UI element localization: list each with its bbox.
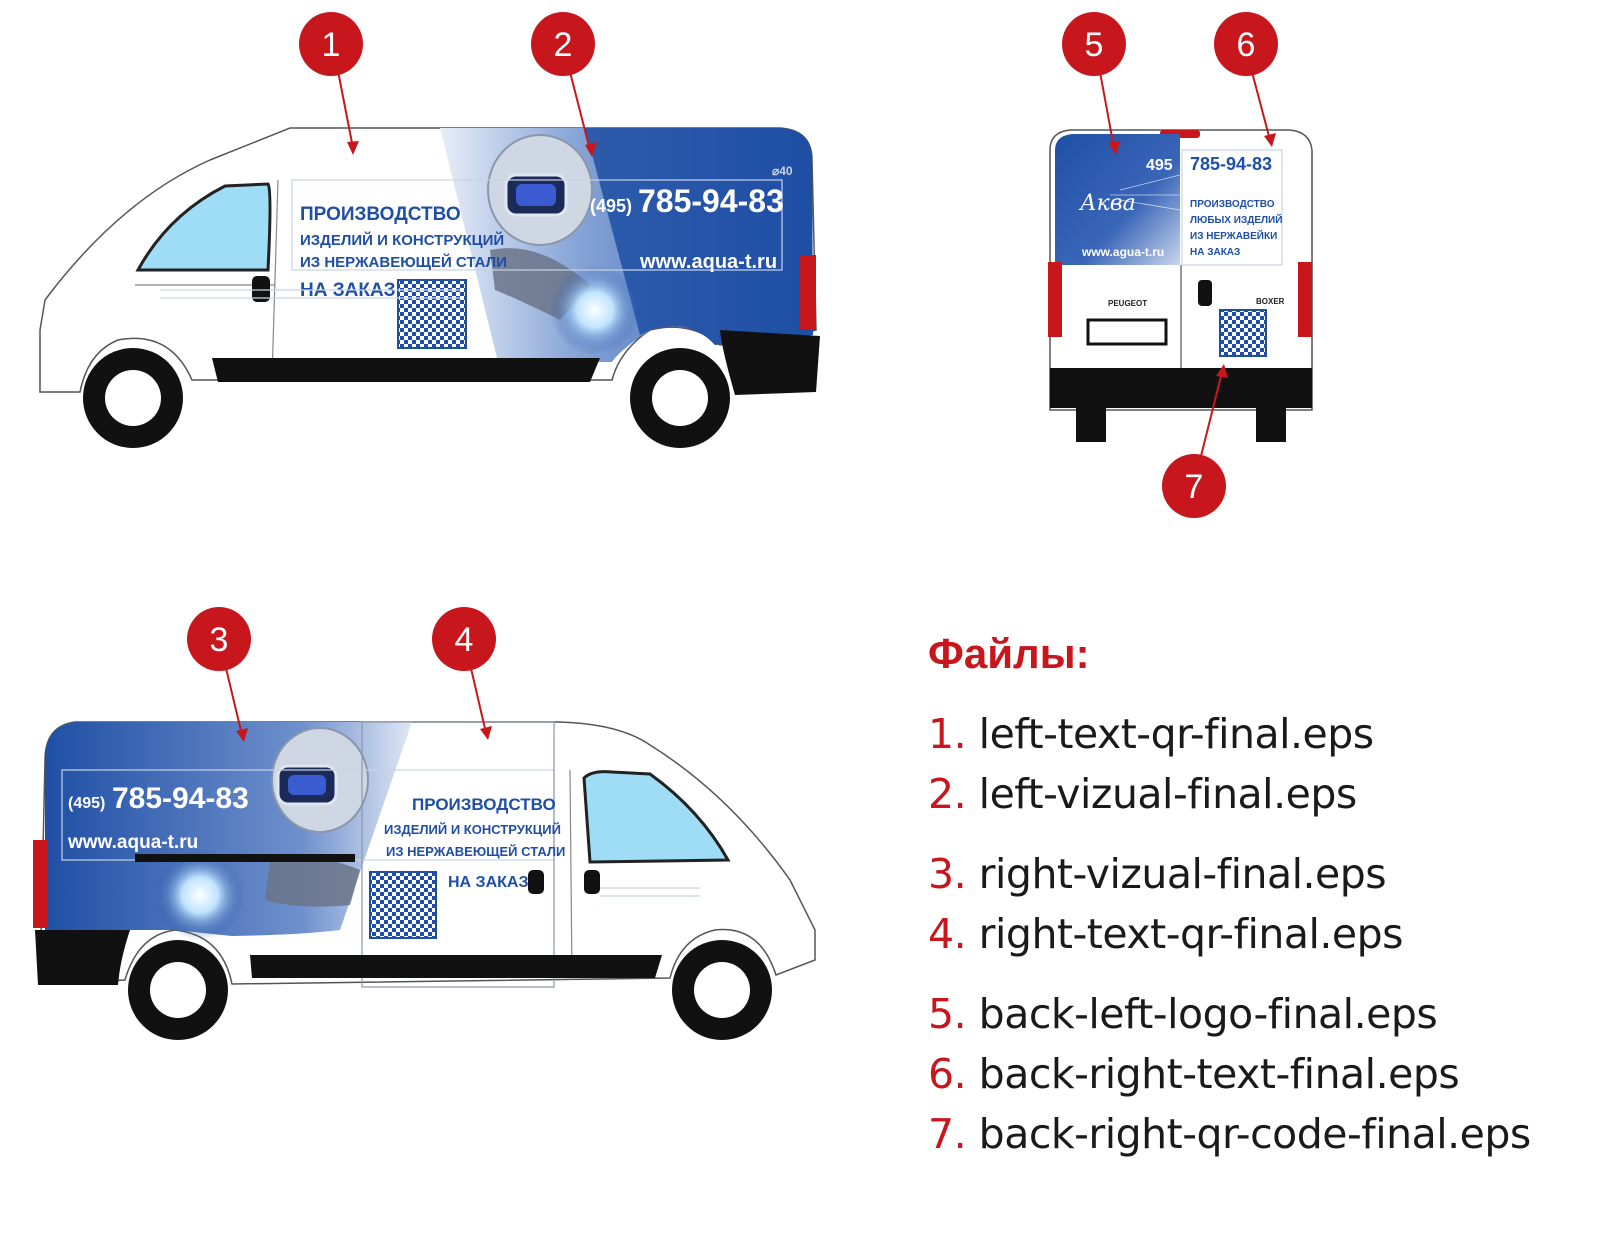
back-bumper: [1050, 368, 1312, 408]
marker-7-label: 7: [1185, 468, 1204, 506]
file-item: 1. left-text-qr-final.eps: [928, 704, 1588, 764]
left-van-rear-wheel: [630, 348, 730, 448]
right-phone-code: (495): [68, 795, 105, 812]
back-left-taillight: [1048, 262, 1062, 337]
back-view-van: 495 Аква www.agua-t.ru 785-94-83 ПРОИЗВО…: [1048, 129, 1313, 442]
left-qr-code: [397, 279, 467, 349]
right-side-van: (495) 785-94-83 www.aqua-t.ru ПРОИЗВОДСТ…: [33, 721, 816, 1040]
file-name: right-vizual-final.eps: [978, 850, 1387, 898]
file-item: 6. back-right-text-final.eps: [928, 1044, 1588, 1104]
file-item: 7. back-right-qr-code-final.eps: [928, 1104, 1588, 1164]
marker-4-label: 4: [455, 621, 474, 659]
marker-3-label: 3: [210, 621, 229, 659]
file-number: 1.: [928, 710, 967, 758]
left-van-front-wheel: [83, 348, 183, 448]
marker-7: 7: [1162, 364, 1228, 518]
file-number: 3.: [928, 850, 967, 898]
left-van-taillight: [800, 255, 816, 330]
marker-6: 6: [1214, 12, 1278, 147]
marker-2: 2: [531, 12, 597, 157]
right-van-taillight: [33, 840, 47, 928]
file-name: right-text-qr-final.eps: [978, 910, 1404, 958]
file-item: 3. right-vizual-final.eps: [928, 844, 1588, 904]
left-van-door-handle: [252, 276, 270, 302]
back-right-taillight: [1298, 262, 1312, 337]
marker-1: 1: [299, 12, 363, 155]
back-qr-code: [1219, 309, 1267, 357]
back-phone-code: 495: [1146, 157, 1173, 174]
right-qr-code: [369, 871, 437, 939]
right-van-rear-wheel: [128, 940, 228, 1040]
file-number: 6.: [928, 1050, 967, 1098]
left-side-van: ПРОИЗВОДСТВО ИЗДЕЛИЙ И КОНСТРУКЦИЙ ИЗ НЕ…: [39, 127, 820, 448]
right-website: www.aqua-t.ru: [67, 832, 198, 853]
back-brand: PEUGEOT: [1108, 299, 1147, 308]
right-headline-2: ИЗДЕЛИЙ И КОНСТРУКЦИЙ: [384, 822, 561, 837]
back-right-tire: [1256, 408, 1286, 442]
right-headline-3: ИЗ НЕРЖАВЕЮЩЕЙ СТАЛИ: [386, 844, 565, 859]
left-headline-1: ПРОИЗВОДСТВО: [300, 204, 461, 225]
file-number: 2.: [928, 770, 967, 818]
back-line-2: ЛЮБЫХ ИЗДЕЛИЙ: [1190, 213, 1282, 226]
right-headline-1: ПРОИЗВОДСТВО: [412, 795, 556, 814]
file-name: left-vizual-final.eps: [978, 770, 1358, 818]
left-headline-2: ИЗДЕЛИЙ И КОНСТРУКЦИЙ: [300, 231, 504, 249]
right-van-sill: [250, 955, 662, 978]
marker-4: 4: [432, 607, 496, 740]
marker-5-label: 5: [1085, 26, 1104, 64]
marker-3: 3: [187, 607, 251, 742]
marker-6-label: 6: [1237, 26, 1256, 64]
marker-5: 5: [1062, 12, 1126, 155]
back-left-tire: [1076, 408, 1106, 442]
right-phone: 785-94-83: [112, 782, 249, 815]
left-van-rear-bumper: [720, 330, 820, 395]
file-number: 7.: [928, 1110, 967, 1158]
file-name: left-text-qr-final.eps: [978, 710, 1374, 758]
marker-1-label: 1: [322, 26, 341, 64]
left-headline-3: ИЗ НЕРЖАВЕЮЩЕЙ СТАЛИ: [300, 253, 507, 271]
left-van-window: [135, 182, 272, 272]
file-name: back-right-text-final.eps: [978, 1050, 1460, 1098]
right-van-window: [582, 770, 731, 864]
right-van-black-strip: [135, 854, 355, 862]
back-right-door-panel: [1181, 149, 1283, 266]
file-name: back-left-logo-final.eps: [978, 990, 1438, 1038]
file-item: 4. right-text-qr-final.eps: [928, 904, 1588, 964]
back-plate: [1086, 318, 1168, 346]
back-left-door-wrap: [1055, 134, 1180, 265]
back-website: www.agua-t.ru: [1081, 245, 1164, 259]
left-van-sill: [212, 358, 600, 382]
right-van-handle-2: [584, 870, 600, 894]
right-headline-4: НА ЗАКАЗ: [448, 874, 528, 891]
back-model: BOXER: [1256, 297, 1285, 306]
left-phone-code: (495): [590, 196, 632, 216]
back-phone: 785-94-83: [1190, 154, 1272, 174]
back-handle: [1198, 280, 1212, 306]
file-number: 5.: [928, 990, 967, 1038]
files-title: Файлы:: [928, 630, 1090, 677]
file-number: 4.: [928, 910, 967, 958]
left-dim-label: ⌀40: [772, 164, 793, 178]
file-name: back-right-qr-code-final.eps: [978, 1110, 1532, 1158]
file-item: 2. left-vizual-final.eps: [928, 764, 1588, 824]
back-line-3: ИЗ НЕРЖАВЕЙКИ: [1190, 229, 1277, 242]
file-item: 5. back-left-logo-final.eps: [928, 984, 1588, 1044]
right-van-front-wheel: [672, 940, 772, 1040]
right-van-handle-1: [528, 870, 544, 894]
back-line-1: ПРОИЗВОДСТВО: [1190, 199, 1275, 210]
left-phone: 785-94-83: [638, 183, 784, 219]
back-line-4: НА ЗАКАЗ: [1190, 247, 1240, 258]
right-van-rear-bumper: [35, 930, 130, 985]
left-website: www.aqua-t.ru: [639, 251, 777, 273]
marker-2-label: 2: [554, 26, 573, 64]
